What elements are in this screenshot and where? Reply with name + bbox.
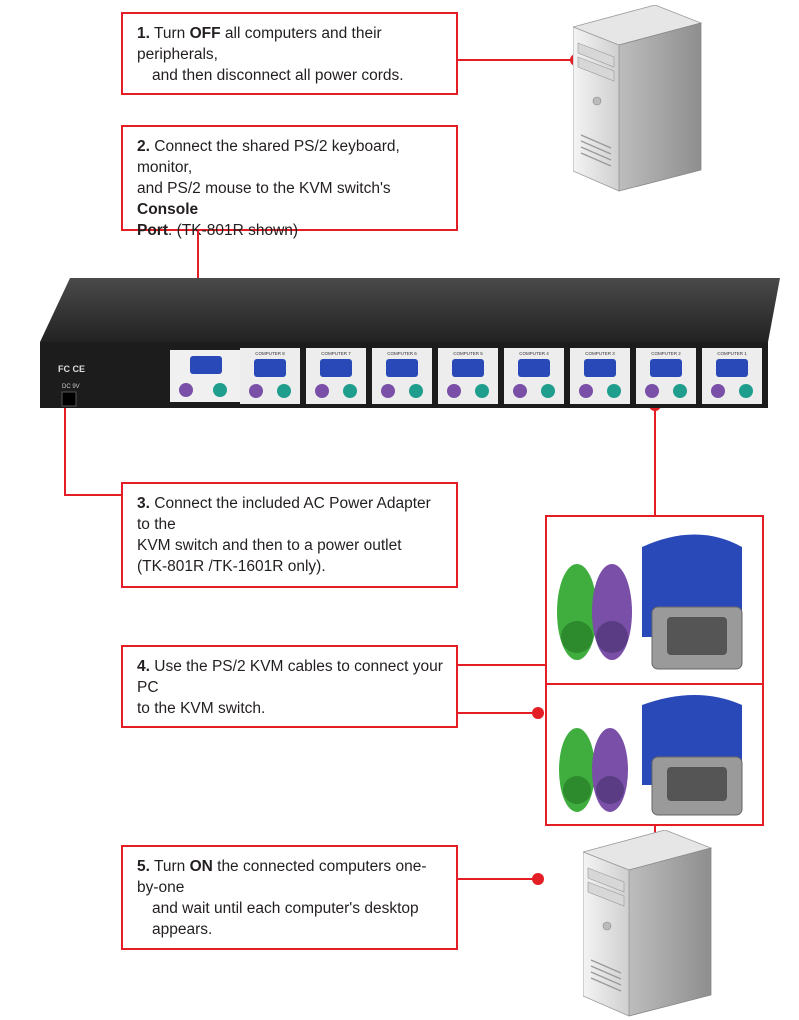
connector-line-1 [458, 59, 576, 61]
step-3-box: 3. Connect the included AC Power Adapter… [121, 482, 458, 588]
step-text: to the KVM switch. [137, 700, 266, 717]
step-text: and PS/2 mouse to the KVM switch's [137, 180, 391, 197]
step-text: Use the PS/2 KVM cables to connect your … [137, 658, 443, 696]
fcc-ce-mark: FC CE [58, 364, 85, 374]
step-number: 2. [137, 138, 150, 155]
kvm-port-6: COMPUTER 3 [570, 348, 630, 404]
step-text: Connect the included AC Power Adapter to… [137, 495, 431, 533]
kvm-cable-photo [545, 515, 764, 690]
connector-dot-5 [532, 873, 544, 885]
step-number: 4. [137, 658, 150, 675]
step-text: KVM switch and then to a power outlet [137, 537, 402, 554]
kvm-port-2: COMPUTER 7 [306, 348, 366, 404]
kvm-port-7: COMPUTER 2 [636, 348, 696, 404]
step-text: and wait until each computer's desktop [152, 900, 419, 917]
computer-tower-icon [573, 5, 703, 192]
connector-line-5 [458, 878, 538, 880]
step-number: 5. [137, 858, 150, 875]
connector-dot-4 [532, 707, 544, 719]
kvm-port-label: COMPUTER 7 [321, 351, 351, 356]
step-text: the connected computers one-by-one [137, 858, 427, 896]
kvm-port-label: COMPUTER 8 [255, 351, 285, 356]
step-bold: Port [137, 222, 168, 239]
connector-line-4d [458, 712, 538, 714]
step-number: 3. [137, 495, 150, 512]
step-number: 1. [137, 25, 150, 42]
kvm-port-label: COMPUTER 2 [651, 351, 681, 356]
connector-line-kvm-cable [654, 405, 656, 517]
step-text: Connect the shared PS/2 keyboard, monito… [137, 138, 400, 176]
step-5-box: 5. Turn ON the connected computers one-b… [121, 845, 458, 950]
step-text: Turn [153, 25, 190, 42]
step-text: all computers and their peripherals, [137, 25, 382, 63]
kvm-port-8: COMPUTER 1 [702, 348, 762, 404]
step-text: appears. [152, 921, 213, 938]
step-text: Turn [153, 858, 190, 875]
kvm-port-label: COMPUTER 4 [519, 351, 549, 356]
step-1-box: 1. Turn OFF all computers and their peri… [121, 12, 458, 95]
kvm-cable-photo [545, 683, 764, 826]
kvm-port-label: COMPUTER 3 [585, 351, 615, 356]
step-bold: ON [189, 858, 213, 875]
step-text: (TK-801R /TK-1601R only). [137, 558, 326, 575]
connector-line-3 [64, 400, 66, 496]
step-text: and then disconnect all power cords. [152, 67, 404, 84]
step-bold: OFF [189, 25, 221, 42]
kvm-port-4: COMPUTER 5 [438, 348, 498, 404]
kvm-switch-image: FC CE DC 9V COMPUTER 8 COMPUTER 7 COMPUTER… [40, 278, 780, 408]
step-4-box: 4. Use the PS/2 KVM cables to connect yo… [121, 645, 458, 728]
kvm-port-1: COMPUTER 8 [240, 348, 300, 404]
kvm-port-label: COMPUTER 1 [717, 351, 747, 356]
step-text: . (TK-801R shown) [168, 222, 299, 239]
step-2-box: 2. Connect the shared PS/2 keyboard, mon… [121, 125, 458, 239]
kvm-port-3: COMPUTER 6 [372, 348, 432, 404]
kvm-port-label: COMPUTER 5 [453, 351, 483, 356]
step-bold: Console [137, 201, 199, 218]
connector-line-3h [64, 494, 123, 496]
kvm-port-5: COMPUTER 4 [504, 348, 564, 404]
computer-tower-icon [583, 830, 713, 1017]
kvm-port-label: COMPUTER 6 [387, 351, 417, 356]
power-label: DC 9V [62, 384, 80, 390]
